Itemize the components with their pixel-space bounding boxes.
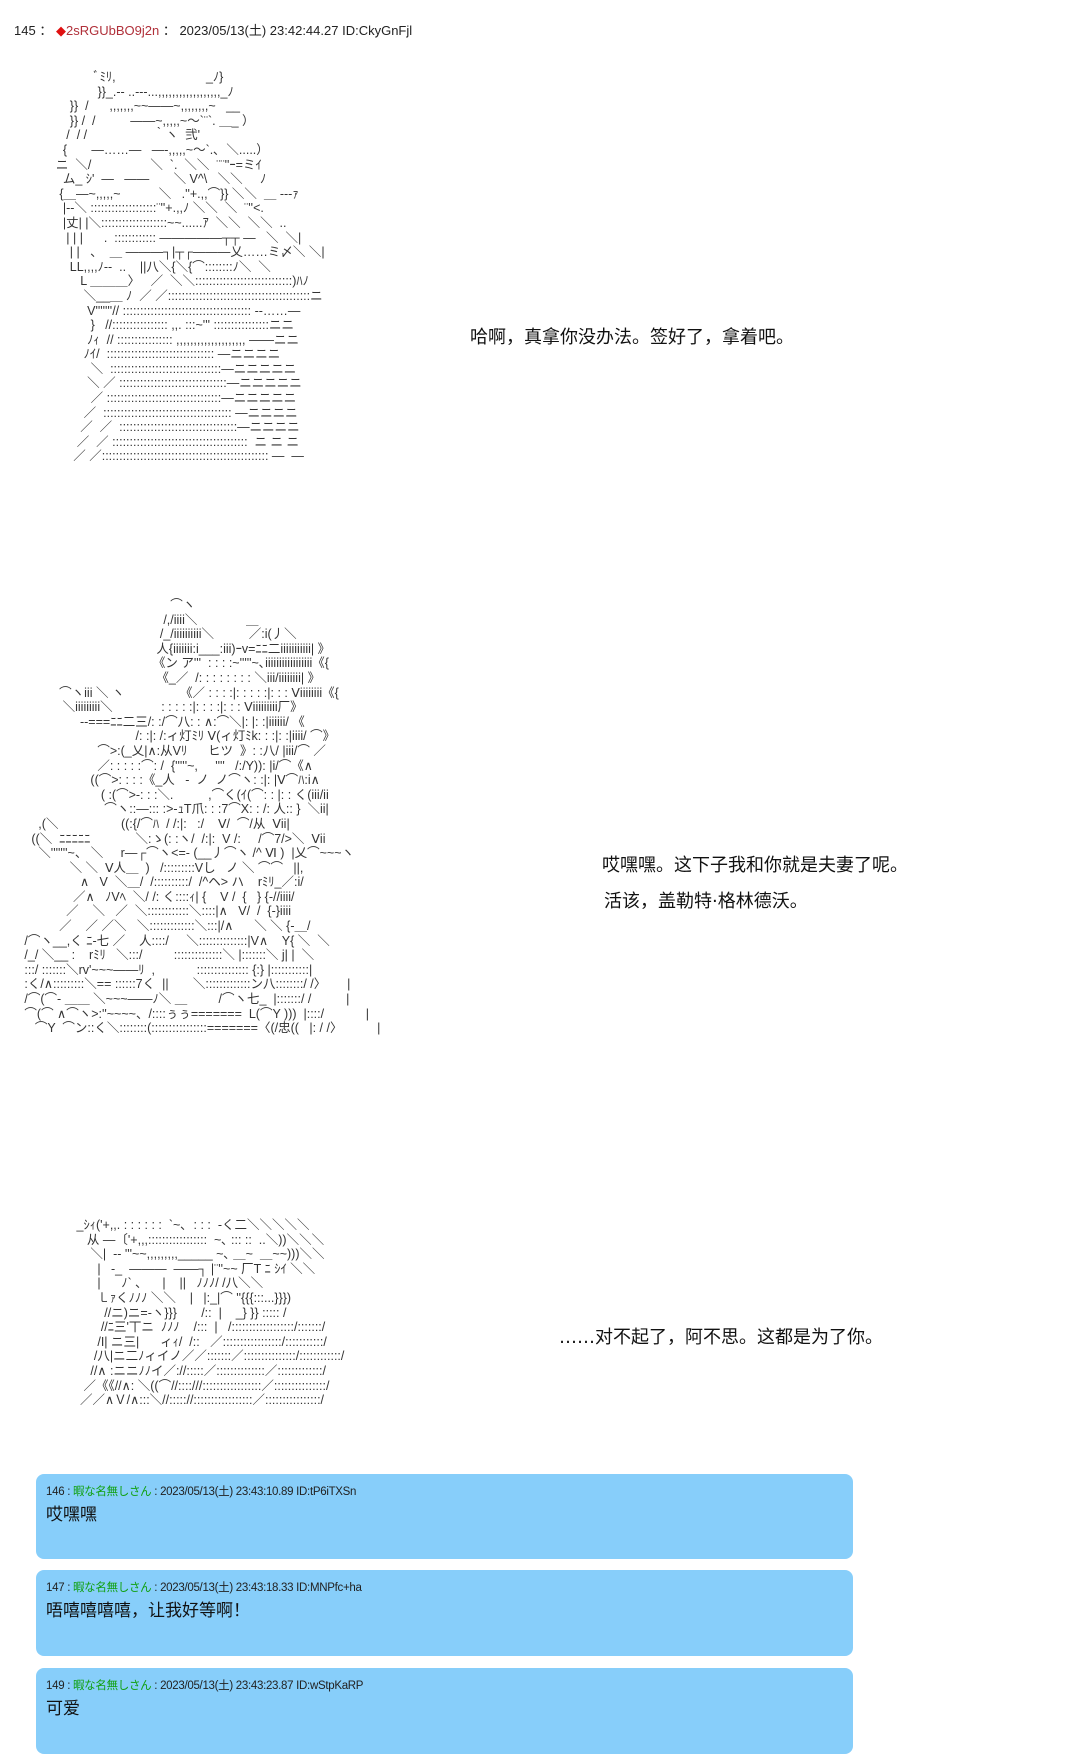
reply-meta: 149 : 暇な名無しさん : 2023/05/13(土) 23:43:23.8…: [46, 1680, 364, 1692]
reply-post: 146 : 暇な名無しさん : 2023/05/13(土) 23:43:10.8…: [36, 1474, 853, 1559]
separator: ：: [162, 23, 176, 38]
reply-date: 2023/05/13(土) 23:43:10.89: [160, 1486, 294, 1498]
reply-number[interactable]: 146: [46, 1486, 65, 1498]
reply-post: 147 : 暇な名無しさん : 2023/05/13(土) 23:43:18.3…: [36, 1570, 853, 1656]
reply-date: 2023/05/13(土) 23:43:23.87: [160, 1680, 294, 1692]
dialogue-line: 哈啊，真拿你没办法。签好了，拿着吧。: [470, 327, 794, 348]
reply-number[interactable]: 147: [46, 1582, 65, 1594]
reply-body: 可爱: [46, 1699, 80, 1719]
reply-date: 2023/05/13(土) 23:43:18.33: [160, 1582, 294, 1594]
ascii-art-3: _ｼｨ('+,,. : : : : : : `~､ : : : ‐く二＼＼＼＼＼…: [76, 1218, 345, 1408]
reply-body: 唔嘻嘻嘻嘻，让我好等啊！: [46, 1601, 250, 1621]
tripcode: 2sRGUbBO9j2n: [65, 23, 160, 38]
red-diamond-icon: ◆: [55, 23, 66, 38]
ascii-art-2: ⌒ヽ /,/iiii＼ ＿ /_/iiiiiiiiii＼ ／:i(丿＼ 人{ii…: [24, 598, 381, 1036]
dialogue-line: 哎嘿嘿。这下子我和你就是夫妻了呢。: [602, 855, 908, 876]
ascii-art-1: ﾞﾐﾘ, _ﾉ} }}_.-‐ ..---...,,,,,,,,,,,,,,,,…: [55, 70, 325, 464]
reply-number[interactable]: 149: [46, 1680, 65, 1692]
reply-id[interactable]: ID:MNPfc+ha: [296, 1582, 362, 1594]
post-number[interactable]: 145: [14, 23, 36, 38]
reply-name: 暇な名無しさん: [72, 1486, 152, 1498]
reply-id[interactable]: ID:wStpKaRP: [296, 1680, 364, 1692]
dialogue-line: ……对不起了，阿不思。这都是为了你。: [559, 1327, 883, 1348]
dialogue-line: 活该，盖勒特·格林德沃。: [604, 891, 808, 912]
reply-name: 暇な名無しさん: [72, 1582, 152, 1594]
post-header: 145 ： ◆2sRGUbBO9j2n ： 2023/05/13(土) 23:4…: [14, 20, 412, 39]
reply-name: 暇な名無しさん: [72, 1680, 152, 1692]
reply-meta: 147 : 暇な名無しさん : 2023/05/13(土) 23:43:18.3…: [46, 1582, 362, 1594]
reply-post: 149 : 暇な名無しさん : 2023/05/13(土) 23:43:23.8…: [36, 1668, 853, 1754]
post-id[interactable]: ID:CkyGnFjl: [342, 23, 413, 38]
reply-body: 哎嘿嘿: [46, 1505, 97, 1525]
separator: ：: [39, 23, 53, 38]
reply-meta: 146 : 暇な名無しさん : 2023/05/13(土) 23:43:10.8…: [46, 1486, 357, 1498]
post-date: 2023/05/13(土) 23:42:44.27: [179, 23, 339, 38]
reply-id[interactable]: ID:tP6iTXSn: [296, 1486, 357, 1498]
